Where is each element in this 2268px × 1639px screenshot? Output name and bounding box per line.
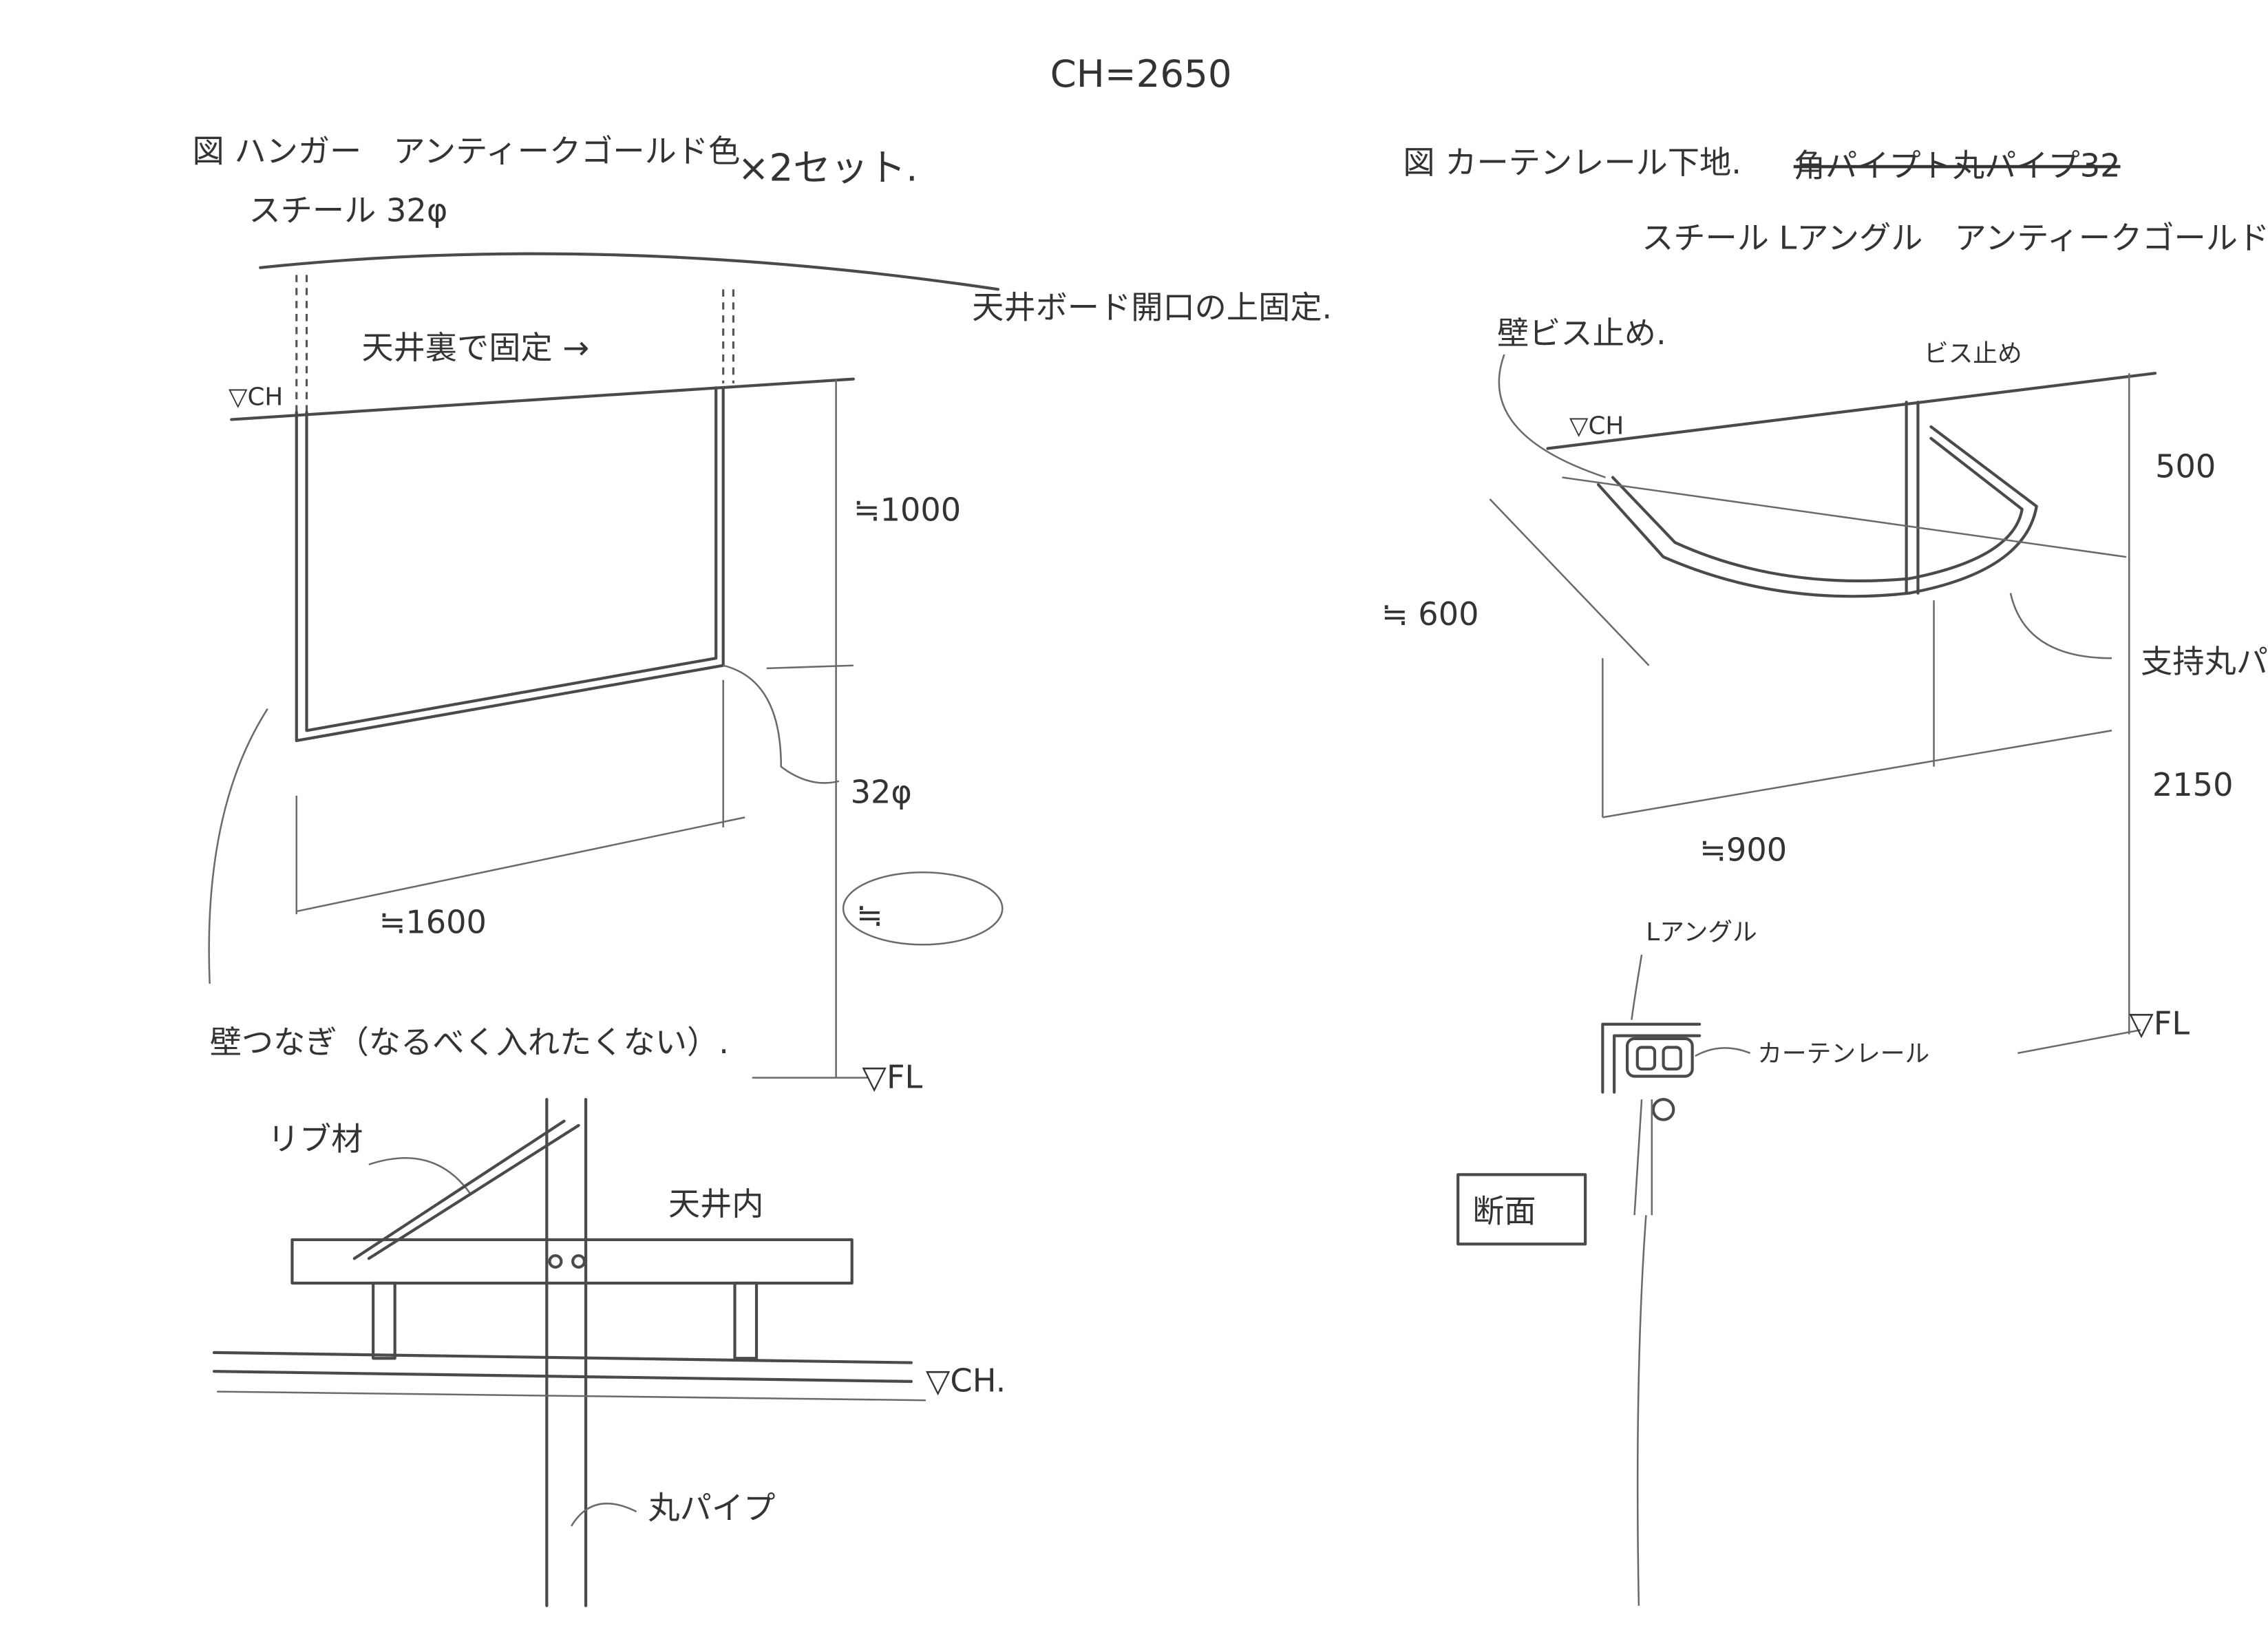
wall-tie-note: 壁つなぎ（なるべく入れたくない）. — [210, 1024, 729, 1061]
ceiling-ch-mark: ▽CH. — [926, 1362, 1006, 1399]
curtain-rail-drawing: 図 カーテンレール下地. 角パイプト丸パイプ32 スチール Lアングル アンティ… — [1381, 144, 2268, 1055]
bottom-dimension: 2150 — [2152, 766, 2234, 803]
inside-ceiling-label: 天井内 — [668, 1185, 764, 1223]
hanger-heading: 図 ハンガー アンティークゴールド色 — [192, 132, 740, 169]
curtain-material: スチール Lアングル アンティークゴールド色. — [1642, 219, 2268, 256]
curtain-ch-mark: ▽CH — [1569, 412, 1624, 440]
ceiling-height-title: CH=2650 — [1050, 52, 1232, 96]
height-dimension: ≒1000 — [854, 491, 961, 529]
ceiling-board-note: 天井ボード開口の上固定. — [972, 288, 1332, 326]
fix-note: 天井裏で固定 → — [361, 329, 589, 366]
ch-mark: ▽CH — [229, 383, 283, 411]
rail-label: カーテンレール — [1757, 1039, 1929, 1068]
round-pipe-label: 丸パイプ — [648, 1490, 775, 1527]
hanger-material: スチール 32φ — [248, 192, 447, 229]
struck-spec: 角パイプト丸パイプ32 — [1794, 147, 2121, 184]
top-dimension: 500 — [2155, 448, 2216, 485]
section-drawing: Lアングル カーテンレール 断面 — [1456, 918, 1929, 1606]
support-pipe-label: 支持丸パイ — [2141, 643, 2268, 680]
section-label: 断面 — [1472, 1193, 1536, 1230]
screw-label: ビス止め — [1924, 339, 2022, 368]
blank-dimension: ≒ — [856, 896, 883, 933]
depth-dimension: ≒ 600 — [1381, 595, 1479, 633]
rib-label: リブ材 — [268, 1121, 363, 1158]
hanger-qty: ×2セット. — [738, 146, 918, 190]
curtain-fl-mark: ▽FL — [2129, 1005, 2190, 1042]
width-dimension-curtain: ≒900 — [1699, 831, 1787, 868]
ceiling-detail-drawing: リブ材 天井内 ▽CH. 丸パイプ — [212, 1098, 1006, 1607]
pipe-dimension: 32φ — [851, 773, 912, 810]
width-dimension: ≒1600 — [379, 903, 487, 940]
wall-screw-label: 壁ビス止め. — [1497, 315, 1666, 352]
l-angle-label: Lアングル — [1646, 918, 1757, 947]
curtain-heading: 図 カーテンレール下地. — [1403, 144, 1741, 181]
fl-mark: ▽FL — [862, 1058, 922, 1095]
hanger-drawing: 図 ハンガー アンティークゴールド色 ×2セット. スチール 32φ 天井ボード… — [192, 132, 1332, 1095]
